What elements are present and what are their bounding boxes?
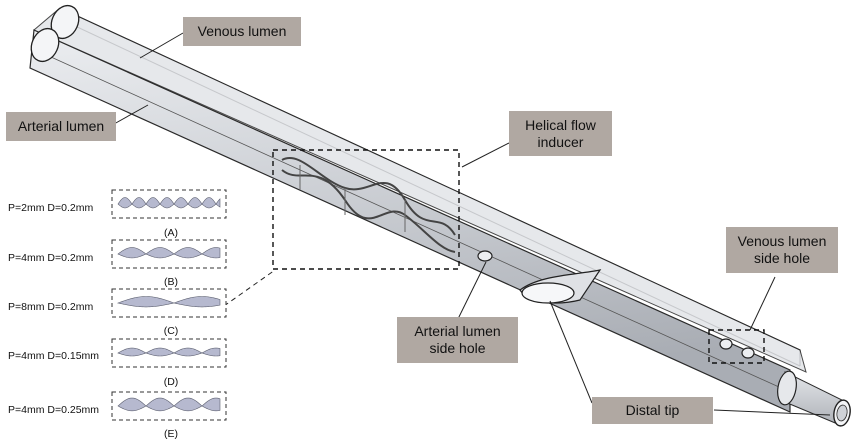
variant-a-params: P=2mm D=0.2mm bbox=[8, 202, 94, 214]
arterial-lumen-label: Arterial lumen bbox=[6, 112, 116, 141]
distal-opening-shape bbox=[519, 269, 602, 304]
variant-c-helix bbox=[116, 296, 221, 308]
variant-d-helix bbox=[117, 347, 221, 357]
variant-c-params: P=8mm D=0.2mm bbox=[8, 301, 94, 313]
variant-a-helix bbox=[117, 197, 221, 209]
variant-e-helix bbox=[117, 397, 221, 412]
helix-inside bbox=[281, 157, 456, 253]
arterial-lumen-side-hole-label: Arterial lumen side hole bbox=[397, 317, 518, 363]
helix-highlight-box bbox=[272, 149, 460, 270]
variant-b-params: P=4mm D=0.2mm bbox=[8, 252, 94, 264]
variant-b-tag: (B) bbox=[164, 276, 178, 288]
leader-lines bbox=[113, 32, 831, 416]
variant-b-helix bbox=[117, 247, 221, 259]
helical-flow-inducer-label: Helical flow inducer bbox=[509, 111, 612, 156]
variant-thumbnails bbox=[111, 189, 227, 421]
venous-lumen-side-hole-label: Venous lumen side hole bbox=[726, 227, 838, 273]
variant-c-tag: (C) bbox=[163, 325, 179, 337]
arterial-side-hole-shape bbox=[477, 250, 493, 262]
venous-lumen-label: Venous lumen bbox=[183, 17, 301, 46]
variant-e-params: P=4mm D=0.25mm bbox=[8, 404, 100, 416]
venous-hole-highlight-box bbox=[708, 329, 765, 364]
proximal-ends bbox=[30, 4, 80, 63]
variant-a-tag: (A) bbox=[164, 227, 178, 239]
venous-side-holes-shape bbox=[719, 338, 755, 359]
variant-e-tag: (E) bbox=[164, 428, 178, 440]
distal-tip-shape bbox=[777, 370, 851, 427]
distal-tip-label: Distal tip bbox=[592, 397, 713, 424]
variant-d-tag: (D) bbox=[163, 376, 179, 388]
catheter-body bbox=[29, 7, 807, 413]
variant-d-params: P=4mm D=0.15mm bbox=[8, 350, 100, 362]
